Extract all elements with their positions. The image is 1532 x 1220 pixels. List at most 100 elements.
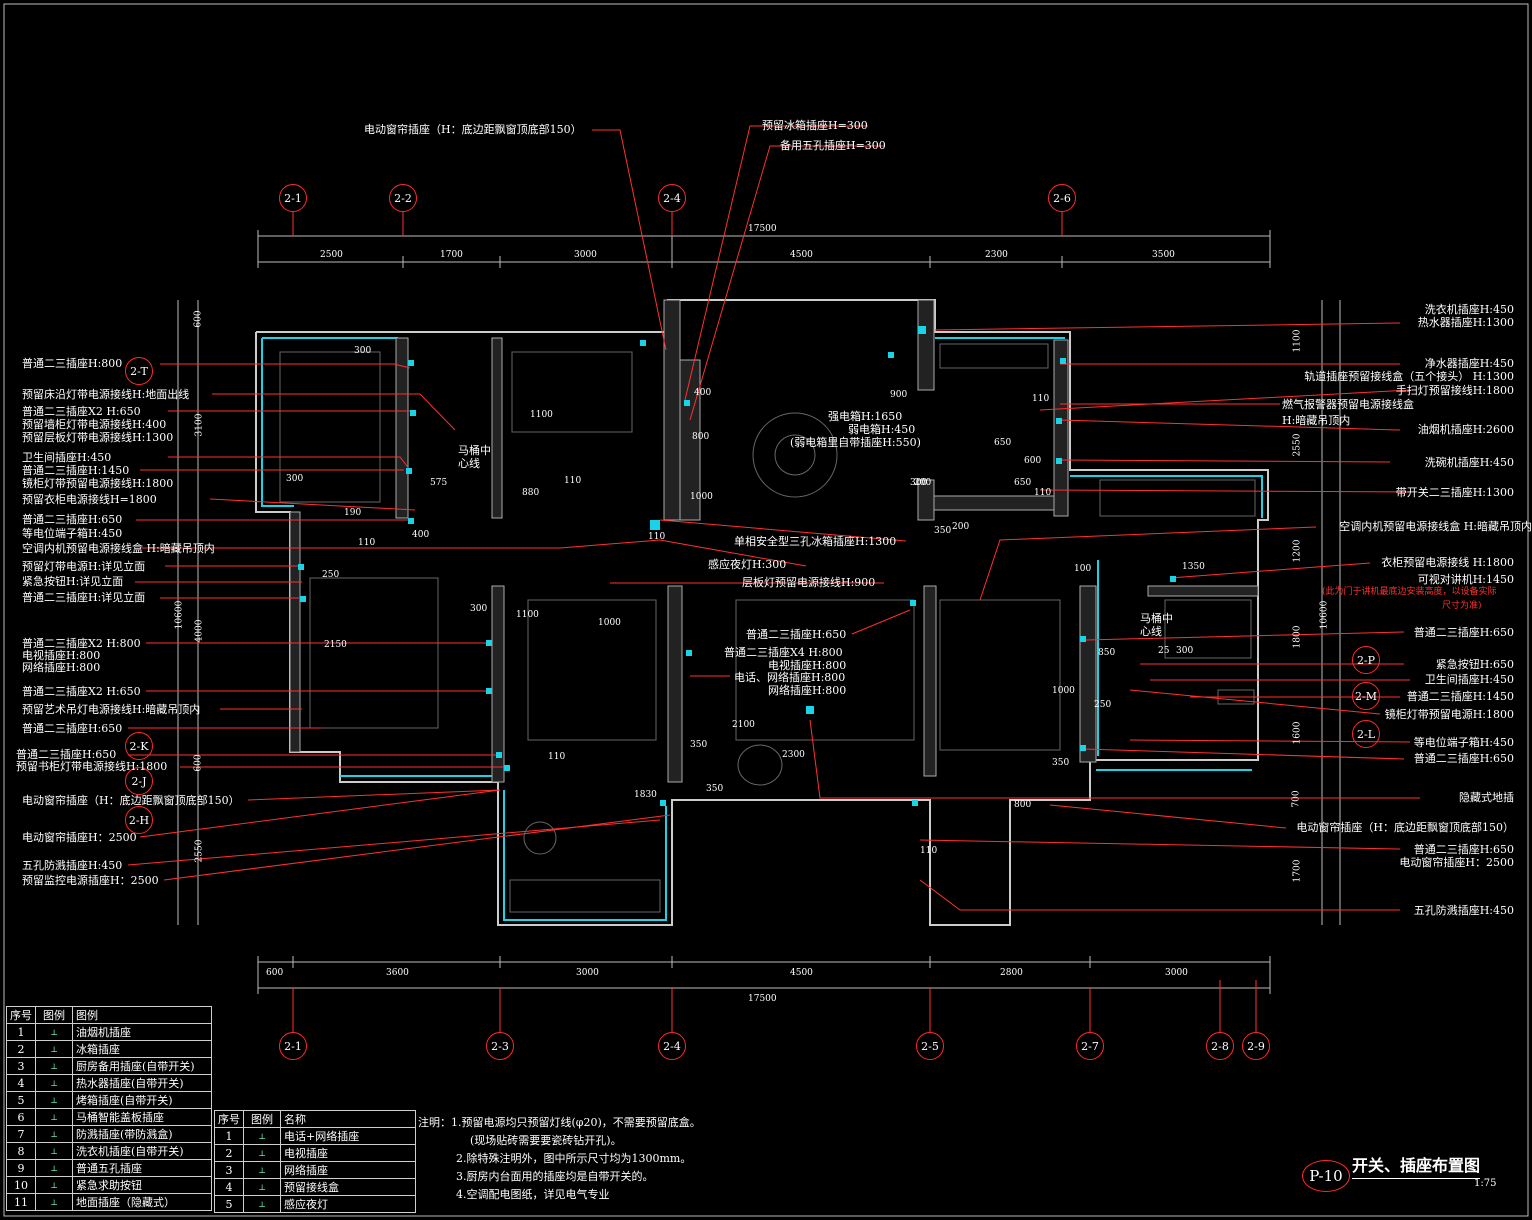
- axis-marker: 2-K: [125, 732, 153, 760]
- dimension: 3000: [576, 968, 599, 978]
- callout: 单相安全型三孔冰箱插座H:1300: [734, 535, 897, 548]
- callout: 普通二三插座H:650: [1413, 752, 1514, 765]
- callout: 普通二三插座X2 H:650: [22, 405, 141, 418]
- legend-label: 电话+网络插座: [280, 1127, 416, 1145]
- callout: 电动窗帘插座（H：底边距飘窗顶底部150）: [1296, 821, 1514, 834]
- callout: 感应夜灯H:300: [708, 558, 787, 571]
- note-line: 3.厨房内台面用的插座均是自带开关的。: [456, 1170, 654, 1183]
- note-line: 2.除特殊注明外，图中所示尺寸均为1300mm。: [456, 1152, 692, 1165]
- axis-marker: 2-L: [1352, 720, 1380, 748]
- callout: 预留层板灯带电源接线H:1300: [22, 431, 174, 444]
- legend-label: 防溅插座(带防溅盒): [72, 1125, 212, 1143]
- dimension: 1200: [1292, 539, 1303, 563]
- socket-symbol-icon: ⊥: [35, 1057, 73, 1075]
- callout: 普通二三插座H:650: [16, 748, 117, 761]
- callout: 普通二三插座H:1450: [22, 464, 130, 477]
- drawing-scale: 1:75: [1474, 1178, 1497, 1189]
- legend-row: 3⊥网络插座: [214, 1161, 416, 1179]
- callout: 电动窗帘插座（H：底边距飘窗顶底部150）: [364, 123, 582, 136]
- interior-dimension: 190: [344, 508, 362, 518]
- socket-symbol-icon: ⊥: [35, 1159, 73, 1177]
- interior-dimension: 1100: [530, 410, 553, 420]
- legend-row: 2⊥冰箱插座: [6, 1040, 212, 1058]
- callout: 轨道插座预留接线盒（五个接头） H:1300: [1304, 370, 1514, 383]
- callout: 洗碗机插座H:450: [1424, 456, 1514, 469]
- callout: 预留床沿灯带电源接线H:地面出线: [22, 388, 190, 401]
- socket-symbol-icon: ⊥: [243, 1144, 281, 1162]
- callout: 镜柜灯带预留电源接线H:1800: [22, 477, 174, 490]
- socket-symbol-icon: ⊥: [35, 1040, 73, 1058]
- interior-dimension: 300: [286, 474, 304, 484]
- callout: 电动窗帘插座（H：底边距飘窗顶底部150）: [22, 794, 240, 807]
- legend-label: 紧急求助按钮: [72, 1176, 212, 1194]
- axis-marker: 2-7: [1076, 1032, 1104, 1060]
- callout: 预留艺术吊灯电源接线H:暗藏吊顶内: [22, 703, 201, 716]
- callout: 手扫灯预留接线H:1800: [1395, 384, 1514, 397]
- callout: 普通二三插座X2 H:800: [22, 637, 141, 650]
- socket-symbol-icon: ⊥: [243, 1195, 281, 1213]
- header-cell: 图例: [35, 1006, 73, 1024]
- dimension: 4500: [790, 250, 813, 260]
- interior-dimension: 1000: [598, 618, 621, 628]
- legend-number: 5: [214, 1195, 244, 1213]
- interior-dimension: 880: [522, 488, 540, 498]
- legend-number: 3: [6, 1057, 36, 1075]
- dimension: 2300: [985, 250, 1008, 260]
- interior-dimension: 800: [1014, 800, 1032, 810]
- header-cell: 序号: [214, 1110, 244, 1128]
- center-line-label: 马桶中心线: [1140, 612, 1173, 638]
- socket-symbol-icon: ⊥: [243, 1127, 281, 1145]
- legend-row: 11⊥地面插座（隐藏式）: [6, 1193, 212, 1211]
- interior-dimension: 2100: [732, 720, 755, 730]
- legend-number: 8: [6, 1142, 36, 1160]
- legend-label: 网络插座: [280, 1161, 416, 1179]
- interior-dimension: 350: [1052, 758, 1070, 768]
- callout: 紧急按钮H:650: [1435, 658, 1514, 671]
- axis-marker: 2-4: [658, 184, 686, 212]
- callout: 五孔防溅插座H:450: [22, 859, 123, 872]
- interior-dimension: 800: [692, 432, 710, 442]
- axis-marker: 2-4: [658, 1032, 686, 1060]
- dimension: 2550: [194, 839, 205, 863]
- legend-row: 1⊥油烟机插座: [6, 1023, 212, 1041]
- axis-marker: 2-1: [279, 1032, 307, 1060]
- interior-dimension: 200: [914, 478, 932, 488]
- socket-symbol-icon: ⊥: [35, 1023, 73, 1041]
- interior-dimension: 1000: [1052, 686, 1075, 696]
- note-line: 4.空调配电图纸，详见电气专业: [456, 1188, 610, 1201]
- drawing-title: 开关、插座布置图: [1352, 1152, 1481, 1179]
- legend-number: 2: [6, 1040, 36, 1058]
- legend-row: 3⊥厨房备用插座(自带开关): [6, 1057, 212, 1075]
- legend-label: 厨房备用插座(自带开关): [72, 1057, 212, 1075]
- legend-number: 9: [6, 1159, 36, 1177]
- callout: 等电位端子箱H:450: [1413, 736, 1514, 749]
- legend-row: 5⊥烤箱插座(自带开关): [6, 1091, 212, 1109]
- callout: 油烟机插座H:2600: [1417, 423, 1514, 436]
- dimension: 3000: [574, 250, 597, 260]
- socket-symbol-icon: ⊥: [35, 1176, 73, 1194]
- legend-label: 普通五孔插座: [72, 1159, 212, 1177]
- callout: 隐藏式地插: [1459, 791, 1514, 804]
- callout: 电动窗帘插座H：2500: [22, 831, 137, 844]
- axis-marker: 2-M: [1352, 682, 1380, 710]
- legend-row: 2⊥电视插座: [214, 1144, 416, 1162]
- dimension-total: 17500: [748, 224, 777, 234]
- interior-dimension: 300: [470, 604, 488, 614]
- legend-number: 5: [6, 1091, 36, 1109]
- dimension: 3500: [1152, 250, 1175, 260]
- dimension: 600: [193, 310, 204, 328]
- callout: 预留衣柜电源接线H=1800: [22, 493, 157, 506]
- header-cell: 图例: [72, 1006, 212, 1024]
- header-cell: 名称: [280, 1110, 416, 1128]
- callout: 网络插座H:800: [22, 661, 101, 674]
- callout: H:暗藏吊顶内: [1282, 414, 1351, 427]
- sheet-number: P-10: [1302, 1160, 1350, 1192]
- interior-dimension: 400: [412, 530, 430, 540]
- socket-symbol-icon: ⊥: [35, 1108, 73, 1126]
- callout: 备用五孔插座H=300: [780, 139, 886, 152]
- dimension: 4000: [194, 619, 205, 643]
- callout: 电视插座H:800: [22, 649, 101, 662]
- red-note: 尺寸为准): [1442, 601, 1482, 611]
